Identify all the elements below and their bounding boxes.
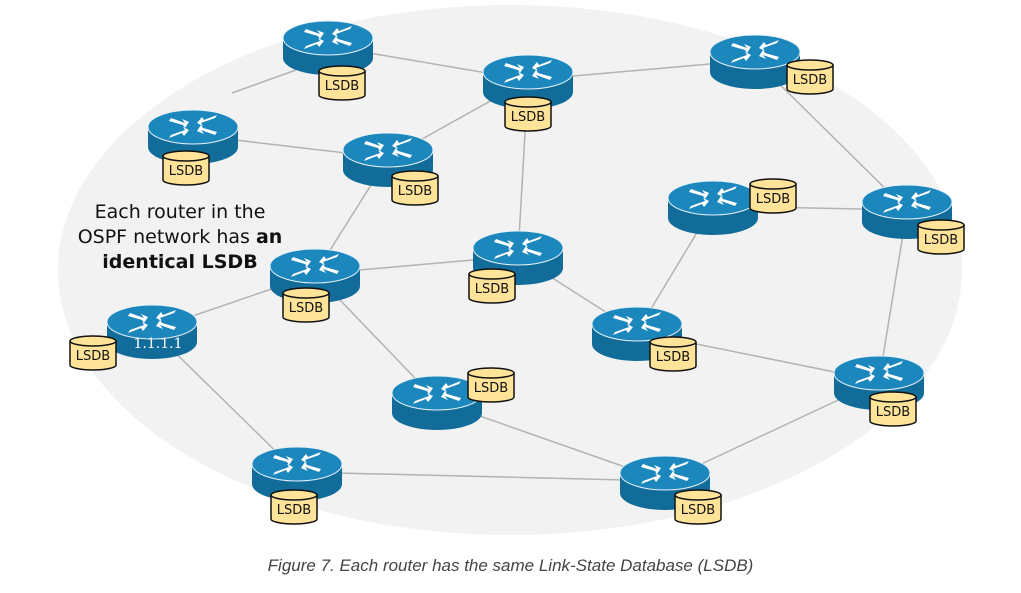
lsdb-database-icon: LSDB xyxy=(504,96,552,132)
router-r14: LSDB xyxy=(861,184,965,255)
router-r4: LSDB xyxy=(147,109,239,186)
router-arrows-icon xyxy=(413,381,461,404)
router-r10: LSDB xyxy=(591,306,697,372)
router-r12: LSDB xyxy=(251,446,343,525)
router-top xyxy=(482,54,574,90)
router-top xyxy=(147,109,239,145)
lsdb-database-icon: LSDB xyxy=(162,150,210,186)
link-stub xyxy=(231,69,297,94)
router-top xyxy=(667,180,759,216)
lsdb-database-icon: LSDB xyxy=(282,287,330,323)
callout-line-1: Each router in the xyxy=(94,201,266,223)
router-arrows-icon xyxy=(291,254,339,277)
callout-text: Each router in the OSPF network has an i… xyxy=(70,200,290,275)
router-top xyxy=(269,248,361,284)
router-arrows-icon xyxy=(364,138,412,161)
lsdb-label: LSDB xyxy=(398,184,432,199)
router-arrows-icon xyxy=(273,452,321,475)
router-arrows-icon xyxy=(169,115,217,138)
router-top xyxy=(709,34,801,70)
router-r6: LSDB xyxy=(269,248,361,323)
router-r11: LSDB xyxy=(391,367,515,430)
router-top xyxy=(619,455,711,491)
link-r12-r13 xyxy=(296,471,666,482)
router-r5: LSDB xyxy=(342,132,439,206)
lsdb-label: LSDB xyxy=(756,192,790,207)
router-arrows-icon xyxy=(494,236,542,259)
lsdb-label: LSDB xyxy=(277,503,311,518)
lsdb-label: LSDB xyxy=(325,79,359,94)
router-r2: LSDB xyxy=(482,54,574,132)
lsdb-database-icon: LSDB xyxy=(917,219,965,255)
router-arrows-icon xyxy=(504,60,552,83)
lsdb-database-icon: LSDB xyxy=(786,59,834,95)
lsdb-label: LSDB xyxy=(924,233,958,248)
lsdb-database-icon: LSDB xyxy=(318,65,366,101)
lsdb-database-icon: LSDB xyxy=(467,367,515,403)
router-top xyxy=(591,306,683,342)
lsdb-label: LSDB xyxy=(681,503,715,518)
router-top xyxy=(472,230,564,266)
lsdb-database-icon: LSDB xyxy=(391,170,439,206)
lsdb-database-icon: LSDB xyxy=(649,336,697,372)
router-top xyxy=(861,184,953,220)
router-arrows-icon xyxy=(641,461,689,484)
router-top xyxy=(251,446,343,482)
lsdb-label: LSDB xyxy=(474,381,508,396)
router-arrows-icon xyxy=(304,26,352,49)
router-arrows-icon xyxy=(855,361,903,384)
lsdb-label: LSDB xyxy=(656,350,690,365)
router-arrows-icon xyxy=(128,310,176,333)
lsdb-database-icon: LSDB xyxy=(69,335,117,371)
lsdb-label: LSDB xyxy=(76,349,110,364)
callout-line-2: OSPF network has an xyxy=(77,226,283,248)
callout-line-3: identical LSDB xyxy=(102,251,258,273)
router-top xyxy=(833,355,925,391)
router-top xyxy=(282,20,374,56)
router-r1: LSDB xyxy=(282,20,374,101)
router-r13: LSDB xyxy=(619,455,722,525)
router-top xyxy=(106,304,198,340)
lsdb-label: LSDB xyxy=(289,301,323,316)
lsdb-database-icon: LSDB xyxy=(674,489,722,525)
router-r3: LSDB xyxy=(709,34,834,95)
router-arrows-icon xyxy=(731,40,779,63)
router-r16: LSDB xyxy=(833,355,925,427)
router-arrows-icon xyxy=(613,312,661,335)
lsdb-database-icon: LSDB xyxy=(749,178,797,214)
lsdb-label: LSDB xyxy=(793,73,827,88)
router-r7: LSDB xyxy=(468,230,564,304)
lsdb-label: LSDB xyxy=(169,164,203,179)
lsdb-database-icon: LSDB xyxy=(468,268,516,304)
lsdb-label: LSDB xyxy=(511,110,545,125)
lsdb-label: LSDB xyxy=(475,282,509,297)
router-arrows-icon xyxy=(689,186,737,209)
router-id-label: 1.1.1.1 xyxy=(134,336,183,352)
lsdb-database-icon: LSDB xyxy=(270,489,318,525)
lsdb-database-icon: LSDB xyxy=(869,391,917,427)
router-arrows-icon xyxy=(883,190,931,213)
router-top xyxy=(342,132,434,168)
lsdb-label: LSDB xyxy=(876,405,910,420)
router-r8: LSDB xyxy=(667,178,797,235)
figure-caption: Figure 7. Each router has the same Link-… xyxy=(267,556,754,575)
